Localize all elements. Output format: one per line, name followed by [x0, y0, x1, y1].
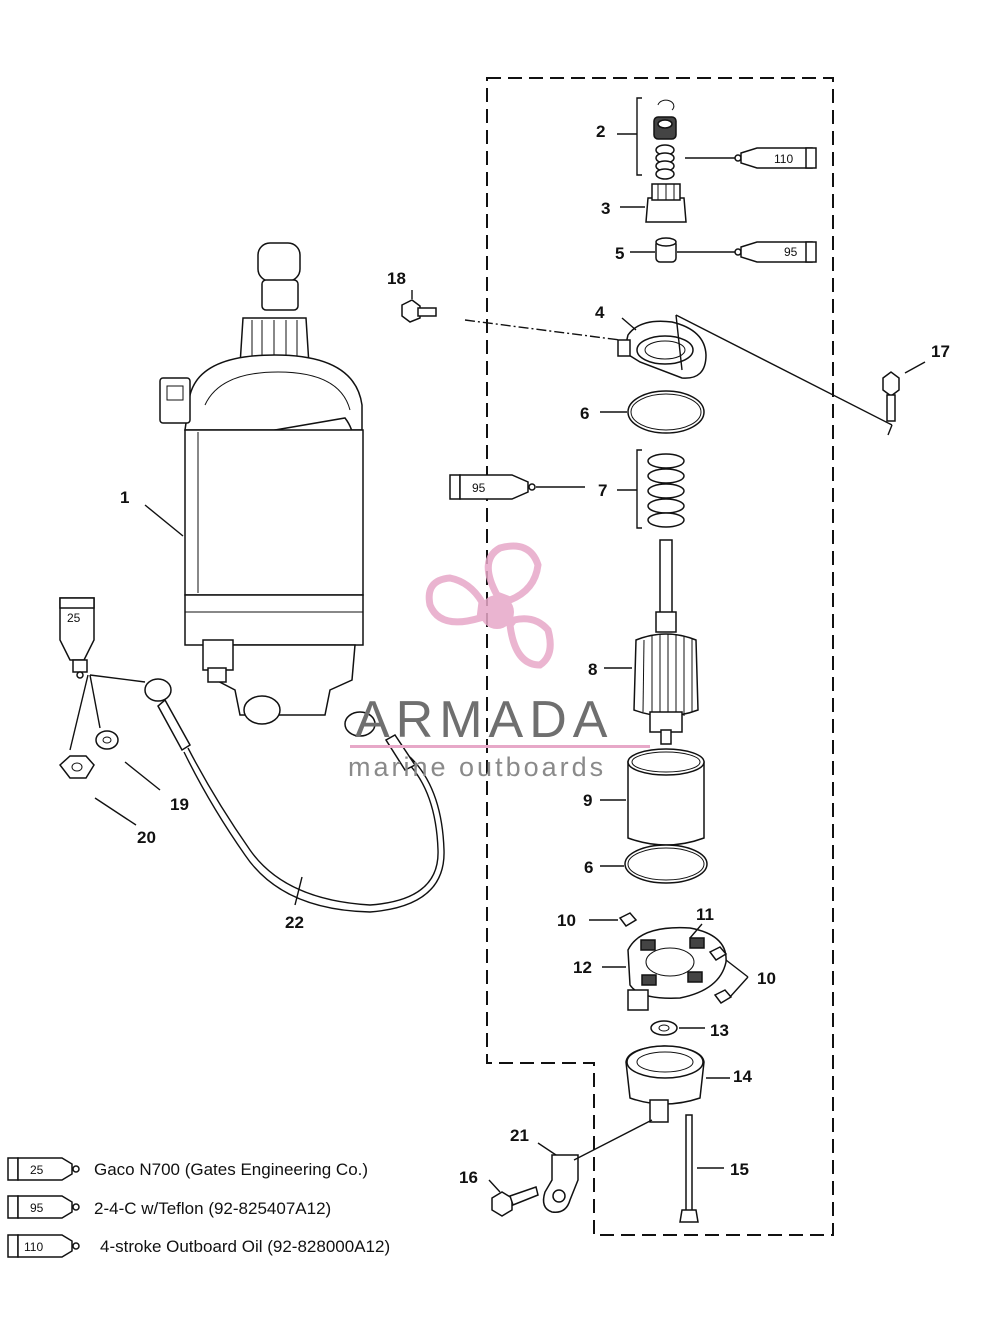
watermark-logo-icon: [425, 542, 554, 669]
callout-10-left: 10: [557, 911, 576, 930]
cable-bracket: [542, 1154, 579, 1213]
tube-label-110: 110: [774, 152, 793, 166]
end-cap-screw: [401, 299, 437, 323]
callout-1: 1: [120, 488, 129, 507]
callout-7: 7: [598, 481, 607, 500]
legend-item-25: 25 Gaco N700 (Gates Engineering Co.): [7, 1157, 368, 1181]
lower-end-cap: [625, 1045, 705, 1123]
callout-18: 18: [387, 269, 406, 288]
callout-15: 15: [730, 1160, 749, 1179]
callout-12: 12: [573, 958, 592, 977]
watermark-rule: [350, 745, 650, 748]
legend-code-110: 110: [24, 1240, 43, 1254]
callout-3: 3: [601, 199, 610, 218]
callout-11: 11: [696, 905, 714, 924]
callout-22: 22: [285, 913, 304, 932]
starter-motor-assembly: [159, 242, 364, 725]
callout-14: 14: [733, 1067, 752, 1086]
tube-label-95-mid: 95: [472, 481, 486, 495]
callout-5: 5: [615, 244, 624, 263]
bushing: [655, 237, 677, 263]
callout-16: 16: [459, 1168, 478, 1187]
legend-code-25: 25: [30, 1163, 44, 1177]
callout-21: 21: [510, 1126, 529, 1145]
brush-springs: [618, 912, 733, 1004]
callout-9: 9: [583, 791, 592, 810]
hex-nut: [58, 755, 95, 779]
legend-text-25: Gaco N700 (Gates Engineering Co.): [94, 1160, 368, 1179]
o-ring-lower: [624, 844, 708, 884]
callout-8: 8: [588, 660, 597, 679]
watermark-subtitle: marine outboards: [348, 752, 606, 782]
tube-label-25: 25: [67, 611, 81, 625]
lubricant-tube-95-mid: 95: [449, 474, 536, 500]
callout-17: 17: [931, 342, 950, 361]
field-frame: [627, 748, 705, 846]
legend-code-95: 95: [30, 1201, 44, 1215]
lubricant-tube-95-top: 95: [734, 241, 817, 263]
legend-item-110: 110 4-stroke Outboard Oil (92-828000A12): [7, 1234, 390, 1258]
through-bolt-upper: [882, 371, 900, 422]
tube-label-95-top: 95: [784, 245, 798, 259]
legend-text-95: 2-4-C w/Teflon (92-825407A12): [94, 1199, 331, 1218]
lubricant-tube-110: 110: [734, 147, 817, 169]
legend-text-110: 4-stroke Outboard Oil (92-828000A12): [100, 1237, 390, 1256]
callout-20: 20: [137, 828, 156, 847]
brush-holder-plate: [627, 926, 727, 1011]
battery-cable: [144, 678, 445, 913]
thrust-washers: [647, 453, 685, 528]
retainer-set: [653, 99, 677, 180]
callout-6-lower: 6: [584, 858, 593, 877]
callout-19: 19: [170, 795, 189, 814]
bracket-screw: [491, 1186, 539, 1217]
thrust-washer-lower: [650, 1020, 678, 1036]
drive-pinion: [645, 183, 687, 223]
legend-item-95: 95 2-4-C w/Teflon (92-825407A12): [7, 1195, 331, 1219]
watermark-title: ARMADA: [355, 691, 613, 749]
callout-13: 13: [710, 1021, 729, 1040]
upper-end-cap: [617, 320, 707, 379]
o-ring-upper: [627, 390, 705, 434]
armature: [633, 539, 699, 745]
callout-4: 4: [595, 303, 605, 322]
callout-2: 2: [596, 122, 605, 141]
lock-washer: [95, 730, 119, 750]
through-bolt-lower: [679, 1114, 699, 1223]
lubricant-tube-25: 25: [59, 597, 95, 679]
exploded-view-boundary: [486, 77, 834, 1236]
callout-6-upper: 6: [580, 404, 589, 423]
callout-10-right: 10: [757, 969, 776, 988]
